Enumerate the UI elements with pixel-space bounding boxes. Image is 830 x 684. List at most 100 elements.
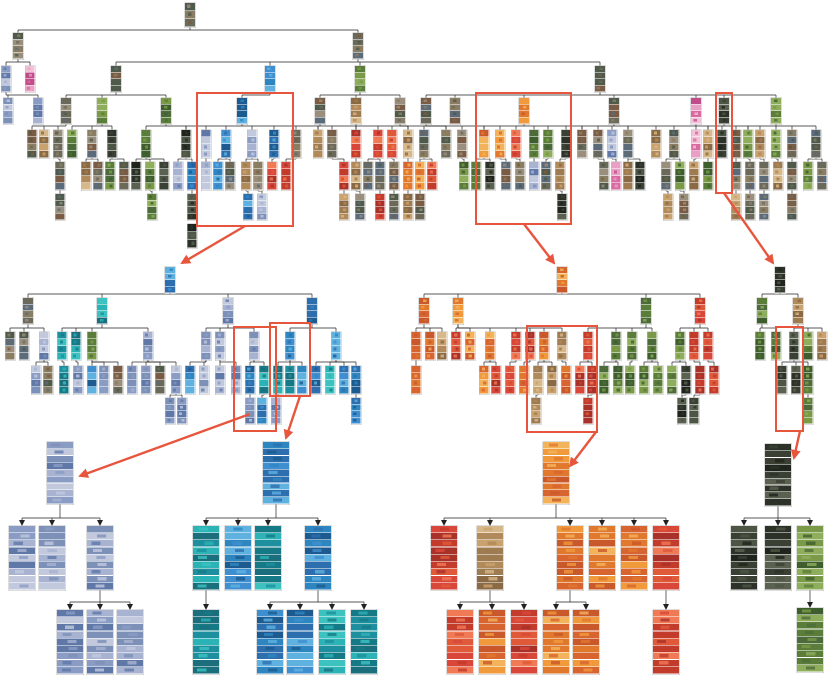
cluster-image-detail	[75, 388, 79, 392]
cluster-image-detail	[240, 118, 244, 122]
tree-edge-group	[147, 360, 177, 366]
cluster-image-detail	[759, 299, 763, 303]
cluster-image-detail	[26, 299, 31, 303]
cluster-image-detail	[490, 646, 500, 651]
cluster-node-thumbnails	[560, 365, 572, 395]
cluster-node-thumbnails	[186, 193, 198, 221]
cluster-image-detail	[481, 388, 485, 392]
cluster-node-thumbnails	[490, 365, 502, 395]
cluster-node-border	[594, 65, 606, 93]
cluster-image-detail	[197, 584, 207, 588]
cluster-image-detail	[776, 527, 786, 531]
cluster-image-detail	[757, 131, 761, 135]
cluster-node-thumbnails	[730, 525, 758, 591]
cluster-image-detail	[42, 333, 47, 337]
cluster-image-detail	[435, 548, 445, 552]
cluster-image-detail	[490, 639, 500, 644]
cluster-image-detail	[776, 177, 780, 181]
cluster-image-detail	[462, 184, 466, 188]
cluster-image-detail	[330, 138, 334, 142]
cluster-image-detail	[365, 184, 369, 188]
cluster-image-detail	[96, 646, 106, 651]
cluster-image-detail	[737, 577, 747, 581]
cluster-node-thumbnails	[494, 129, 506, 159]
cluster-image-detail	[53, 477, 63, 481]
cluster-image-detail	[324, 654, 334, 658]
cluster-image-detail	[414, 333, 418, 337]
cluster-image-detail	[421, 145, 425, 149]
cluster-node-border	[184, 2, 196, 28]
tree-edge-group	[747, 124, 817, 130]
cluster-image-detail	[589, 388, 593, 392]
cluster-image-detail	[720, 131, 724, 135]
cluster-image-detail	[15, 53, 19, 57]
cluster-node-border	[280, 161, 292, 191]
cluster-image-detail	[806, 527, 816, 531]
cluster-image-detail	[15, 40, 20, 44]
cluster-node-border	[318, 609, 346, 675]
cluster-image-detail	[742, 584, 752, 588]
cluster-image-detail	[429, 333, 433, 337]
cluster-image-detail	[642, 374, 646, 378]
cluster-node-border	[244, 365, 256, 395]
cluster-image-detail	[596, 145, 600, 149]
cluster-node-thumbnails	[450, 331, 462, 361]
cluster-image-detail	[487, 184, 491, 188]
cluster-image-detail	[19, 527, 29, 531]
cluster-image-detail	[487, 555, 497, 560]
cluster-image-detail	[614, 347, 618, 351]
cluster-image-detail	[468, 340, 472, 344]
cluster-image-detail	[506, 374, 511, 378]
cluster-image-detail	[626, 138, 630, 142]
cluster-node-border	[530, 397, 542, 425]
cluster-image-detail	[440, 555, 450, 560]
cluster-image-detail	[353, 105, 358, 109]
cluster-image-detail	[632, 577, 642, 581]
cluster-image-detail	[485, 570, 495, 574]
cluster-node-thumbnails	[338, 365, 350, 395]
cluster-image-detail	[295, 145, 299, 149]
cluster-node-border	[200, 331, 212, 361]
cluster-image-detail	[203, 632, 214, 636]
cluster-node-border	[2, 97, 14, 125]
cluster-node-border	[296, 365, 308, 395]
cluster-image-detail	[775, 555, 785, 560]
cluster-node-border	[626, 331, 638, 361]
cluster-image-detail	[46, 367, 50, 371]
cluster-image-detail	[595, 584, 605, 588]
cluster-image-detail	[269, 80, 273, 84]
cluster-image-detail	[507, 367, 511, 371]
cluster-image-detail	[29, 145, 33, 149]
cluster-node-thumbnails	[264, 65, 276, 93]
tree-edge-group	[335, 360, 357, 366]
cluster-image-detail	[795, 305, 800, 309]
cluster-node-border	[338, 365, 350, 395]
cluster-node-thumbnails	[154, 365, 166, 395]
cluster-node-thumbnails	[72, 365, 84, 395]
cluster-image-detail	[774, 541, 784, 545]
cluster-image-detail	[650, 354, 654, 358]
cluster-image-detail	[217, 381, 221, 385]
cluster-image-detail	[260, 214, 264, 218]
cluster-image-detail	[577, 374, 581, 378]
cluster-node-border	[606, 129, 618, 159]
cluster-node-border	[338, 193, 350, 221]
cluster-image-detail	[628, 374, 633, 378]
cluster-image-detail	[459, 152, 463, 156]
cluster-image-detail	[805, 354, 810, 358]
cluster-node-border	[86, 365, 98, 395]
cluster-image-detail	[597, 548, 607, 552]
cluster-node-thumbnails	[248, 331, 260, 361]
cluster-image-detail	[227, 312, 231, 316]
cluster-image-detail	[197, 570, 207, 574]
cluster-image-detail	[559, 184, 563, 188]
cluster-image-detail	[67, 639, 77, 644]
cluster-node-border	[362, 161, 374, 191]
cluster-node-thumbnails	[744, 193, 756, 221]
cluster-image-detail	[488, 347, 492, 351]
cluster-image-detail	[806, 652, 816, 656]
cluster-image-detail	[260, 555, 270, 560]
tree-edge-group	[483, 124, 583, 130]
cluster-image-detail	[29, 131, 33, 135]
cluster-image-detail	[101, 99, 105, 103]
